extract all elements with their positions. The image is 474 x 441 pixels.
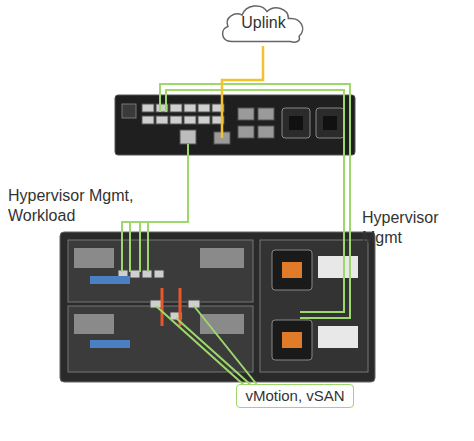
port-label: Hypervisor Mgmt, Workload	[8, 186, 158, 226]
node-text: Uplink	[219, 13, 308, 32]
uplink-cable	[222, 46, 263, 138]
node-text: vMotion, vSAN	[237, 387, 353, 405]
cloud-node: Uplink	[219, 1, 308, 45]
green-cables	[122, 84, 350, 386]
switch-illustration	[115, 95, 355, 155]
traffic-box: vMotion, vSAN	[236, 384, 354, 408]
server-illustration	[60, 232, 375, 382]
port-label: Hypervisor Mgmt	[362, 208, 462, 248]
